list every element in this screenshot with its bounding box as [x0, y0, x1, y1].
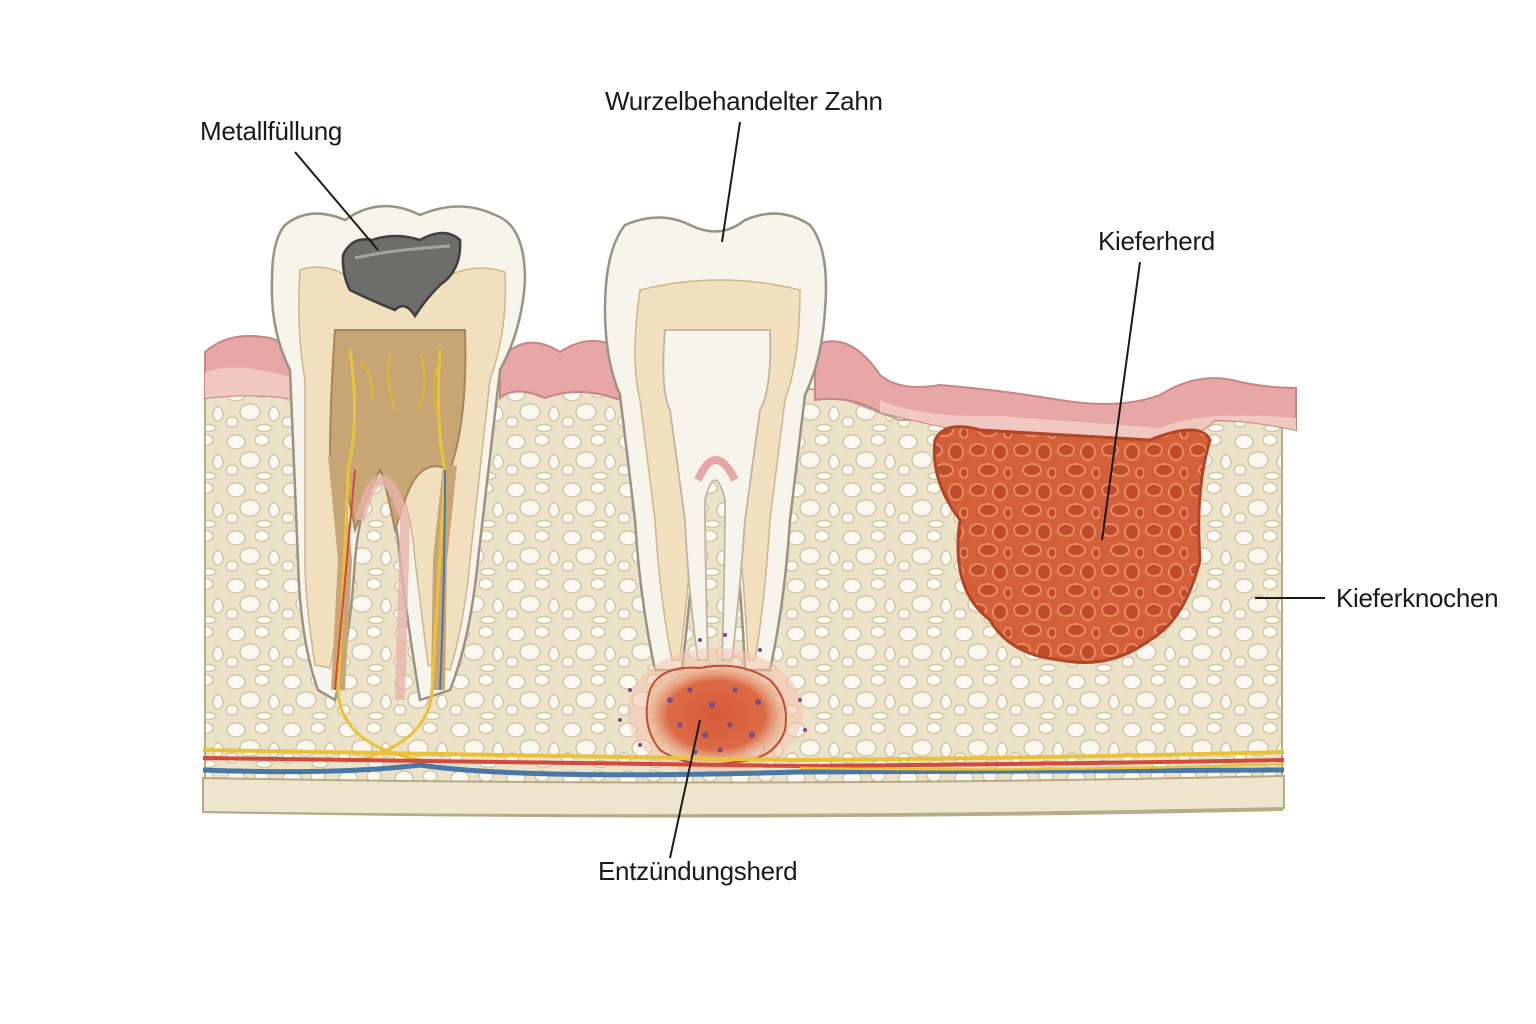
label-root-canal-tooth: Wurzelbehandelter Zahn	[605, 86, 883, 116]
inflammation-focus	[618, 633, 807, 776]
labels: Metallfüllung Wurzelbehandelter Zahn Kie…	[200, 86, 1499, 886]
leader-jaw-lesion	[1101, 261, 1141, 541]
molar-tooth	[270, 204, 527, 762]
jaw-lesion	[932, 425, 1212, 664]
leader-root-canal-tooth	[721, 121, 741, 243]
label-jaw-lesion: Kieferherd	[1098, 226, 1215, 256]
leader-metal-filling	[294, 151, 379, 251]
root-canal-treated-tooth	[603, 212, 828, 672]
label-inflammation: Entzündungsherd	[598, 856, 797, 886]
molar-nerve	[336, 349, 421, 762]
nerve-vessel-bundle	[202, 748, 1285, 778]
label-jaw-bone: Kieferknochen	[1336, 583, 1498, 613]
label-metal-filling: Metallfüllung	[200, 116, 342, 146]
leader-inflammation	[669, 719, 701, 859]
leader-lines	[294, 121, 1325, 859]
